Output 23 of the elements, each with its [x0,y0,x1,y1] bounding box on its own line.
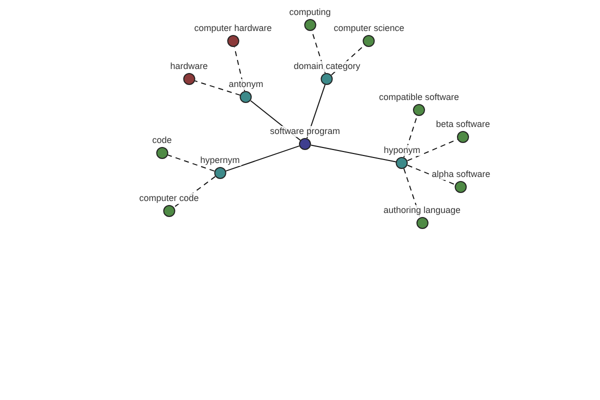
node-label: beta software [434,119,492,130]
node-label: hyponym [382,145,422,156]
node-label: hardware [169,61,209,72]
node-label: authoring language [382,205,462,216]
connector-line [403,115,418,158]
connector-line [403,168,421,218]
connector-line [225,145,300,172]
node-label: computing [288,7,332,18]
node-label: alpha software [430,169,492,180]
connector-line [234,46,246,92]
connector-line [194,80,241,96]
node-label: computer science [332,23,406,34]
node-label: domain category [292,61,362,72]
node-label: hypernym [199,155,241,166]
connector-line [173,176,216,208]
node-label: software program [268,126,342,137]
connector-line [310,144,397,162]
node-label: computer hardware [193,23,273,34]
node-label: compatible software [378,92,460,103]
connector-line [167,154,215,172]
node-label: antonym [228,79,264,90]
node-label: computer code [138,193,200,204]
node-label: code [151,135,173,146]
